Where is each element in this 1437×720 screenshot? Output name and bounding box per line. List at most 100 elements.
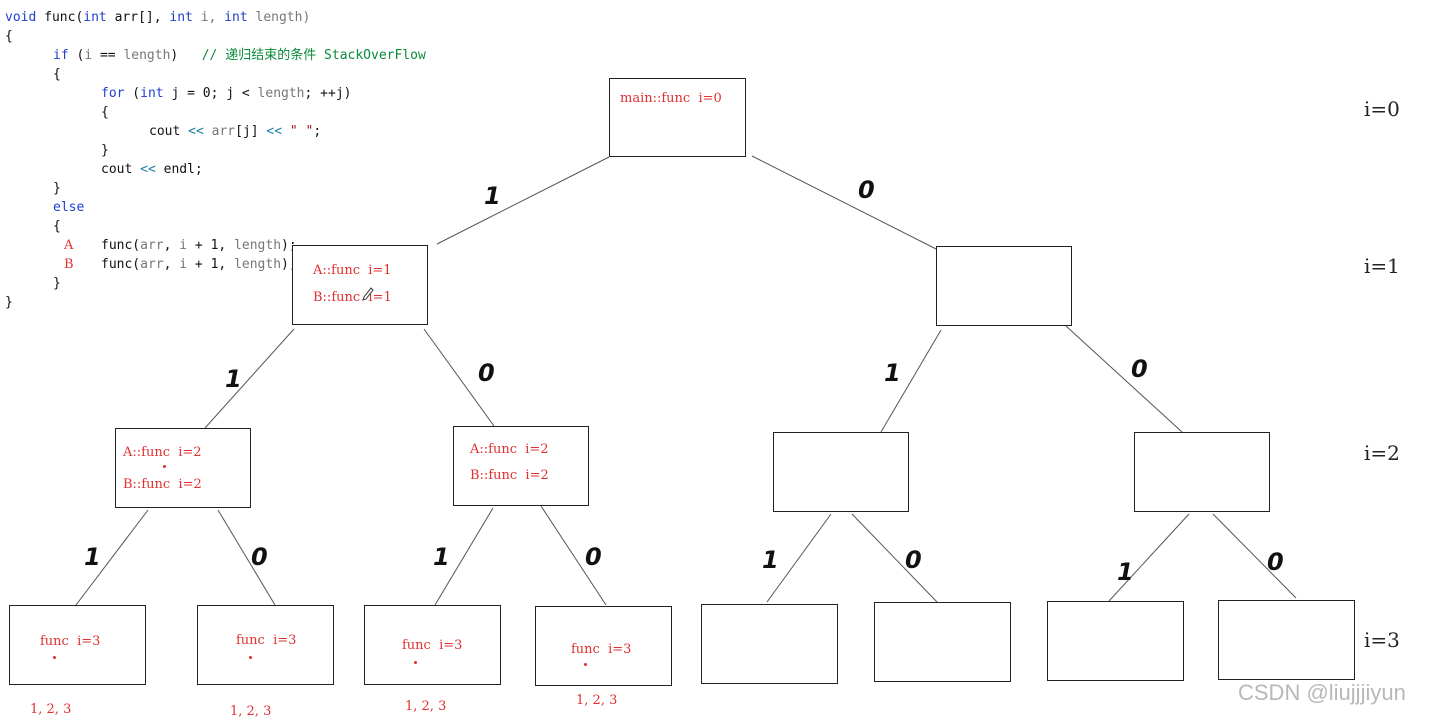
code-token: , [163,238,180,253]
level-label: i=0 [1364,97,1400,121]
code-token: arr [211,124,236,139]
code-token: } [53,181,61,196]
tree-node-n3g [1047,601,1184,681]
ink-dot [584,663,587,666]
code-token: i, [192,10,225,25]
code-token: length [123,48,171,63]
code-token: { [53,219,61,234]
tree-node-root [609,78,746,157]
code-token: << [140,162,156,177]
code-line: for (int j = 0; j < length; ++j) [101,84,351,104]
edge-label: 0 [858,176,875,204]
code-line: } [101,141,109,161]
code-token [204,124,212,139]
code-token: length [234,257,282,272]
code-line: { [5,27,13,47]
code-token: arr [140,238,164,253]
code-token: if [53,48,69,63]
code-token: int [140,86,164,101]
code-line: func(arr, i + 1, length); [101,255,297,275]
edge-label: 0 [585,543,602,571]
edge-label: 0 [1267,548,1284,576]
tree-edge [1065,325,1183,433]
node-label: func i=3 [402,638,463,653]
code-token: length) [247,10,311,25]
code-token: arr [140,257,164,272]
output-text: 1, 2, 3 [30,702,72,717]
code-line: { [53,217,61,237]
tree-node-n1R [936,246,1072,326]
call-marker-b: B [64,257,74,272]
edge-label: 0 [905,546,922,574]
level-label: i=1 [1364,254,1400,278]
node-label: main::func i=0 [620,91,722,106]
tree-edge [204,328,295,429]
node-label: func i=3 [40,634,101,649]
output-text: 1, 2, 3 [576,693,618,708]
edge-label: 0 [478,359,495,387]
tree-edge [851,513,938,603]
tree-node-n3a [9,605,146,685]
code-token: func( [101,257,141,272]
code-token: cout [149,124,189,139]
tree-edge [436,156,610,245]
code-token: { [53,67,61,82]
edge-label: 0 [251,543,268,571]
level-label: i=3 [1364,628,1400,652]
code-token: } [5,295,13,310]
code-token: } [53,276,61,291]
tree-node-n3b [197,605,334,685]
watermark-text: CSDN @liujjjiyun [1238,680,1406,705]
code-token: int [169,10,193,25]
node-label: B::func i=2 [123,477,202,492]
node-label: B::func i=2 [470,468,549,483]
code-token: { [101,105,109,120]
code-token: << [188,124,204,139]
code-token: arr[], [106,10,170,25]
edge-label: 1 [1117,558,1134,586]
code-token: + 1, [187,257,235,272]
tree-edge [217,509,276,606]
node-label: B::func i=1 [313,290,392,305]
code-line: cout << endl; [101,160,203,180]
edge-label: 1 [84,543,101,571]
tree-node-n3f [874,602,1011,682]
ink-dot [249,656,252,659]
code-token: else [53,200,85,215]
tree-edge [434,507,494,606]
tree-node-n2d [1134,432,1270,512]
code-token: { [5,29,13,44]
code-token: ( [68,48,85,63]
tree-node-n3e [701,604,838,684]
code-token: int [83,10,107,25]
tree-edge [1212,513,1297,599]
tree-edge [1108,513,1190,602]
tree-edge [880,329,942,433]
code-line: else [53,198,84,218]
code-line: { [101,103,109,123]
tree-node-n1L [292,245,428,325]
code-token: i [84,48,93,63]
code-token: i [179,238,188,253]
code-line: } [5,293,13,313]
code-line: } [53,274,61,294]
node-label: func i=3 [236,633,297,648]
code-token: j = 0; j < [163,86,258,101]
code-line: func(arr, i + 1, length); [101,236,297,256]
code-token: ; [313,124,322,139]
edge-label: 0 [1131,355,1148,383]
tree-node-n2b [453,426,589,506]
tree-edge [423,328,495,427]
code-token: length [257,86,305,101]
code-token: == [92,48,124,63]
edge-label: 1 [762,546,779,574]
code-token: endl; [155,162,203,177]
code-token: ) [170,48,202,63]
code-line: if (i == length) // 递归结束的条件 StackOverFlo… [53,46,426,66]
tree-node-n2a [115,428,251,508]
tree-node-n3h [1218,600,1355,680]
code-token: cout [101,162,141,177]
tree-edge [540,505,607,606]
code-token: func( [36,10,84,25]
